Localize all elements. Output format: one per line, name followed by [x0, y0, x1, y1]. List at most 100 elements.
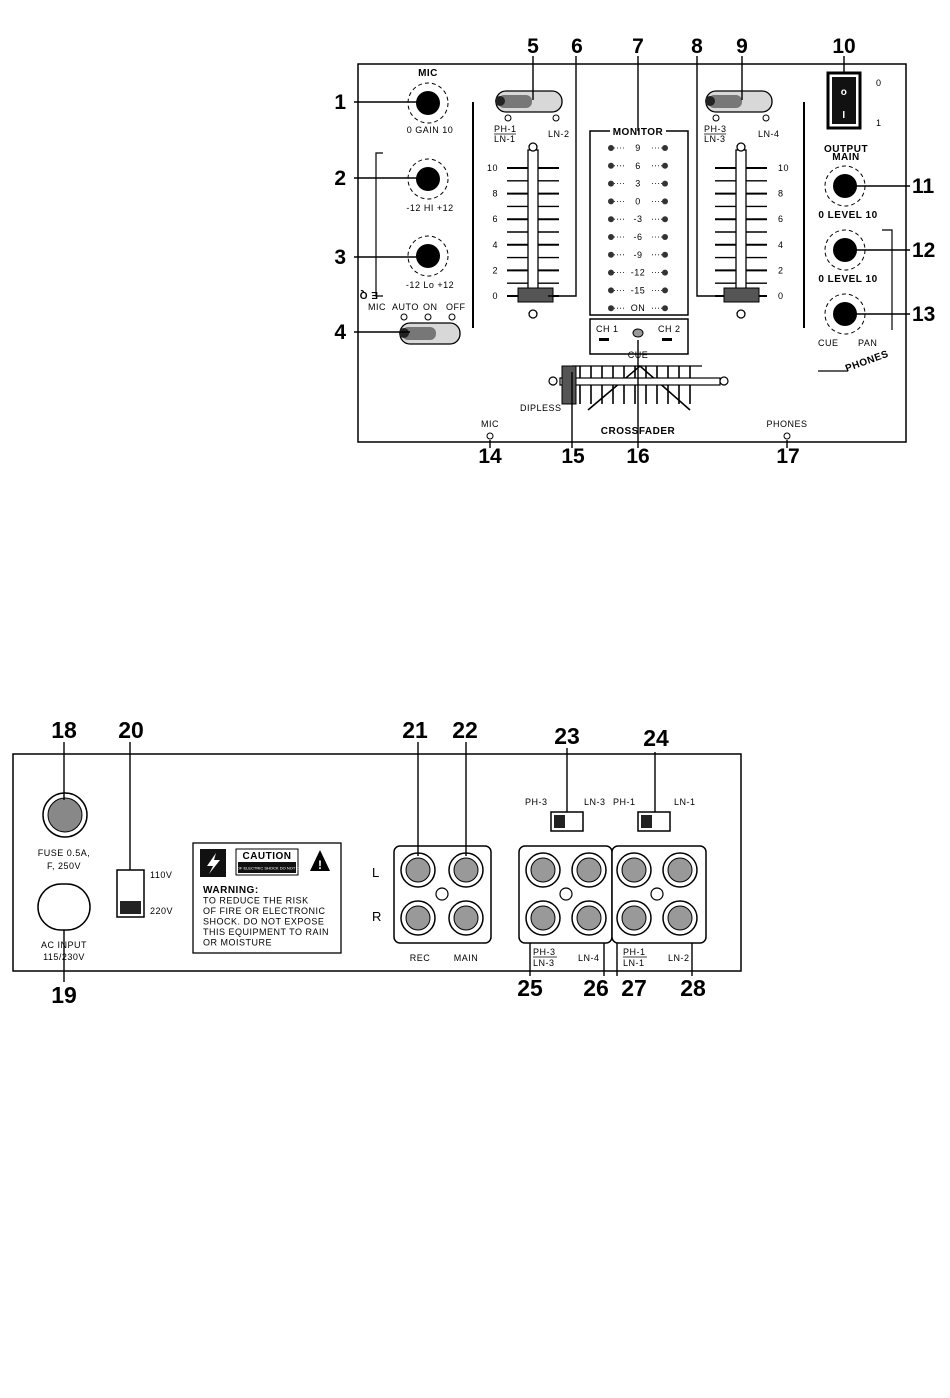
ch1-fader-knob[interactable]	[517, 287, 554, 303]
v110-label: 110V	[150, 870, 172, 880]
meter-led-right	[662, 180, 668, 187]
meter-led-right	[662, 145, 668, 151]
rec-label: REC	[410, 953, 431, 963]
front-panel: MIC 0 GAIN 10 -12 HI +12 -12 Lo +12 E Q …	[334, 35, 935, 468]
mic-mode-switch[interactable]	[399, 322, 461, 345]
phones-jack[interactable]	[783, 432, 791, 440]
eq-label: E Q	[359, 289, 378, 300]
ch1-phono-line-switch[interactable]	[637, 811, 671, 832]
ch2-selector-led-b	[762, 114, 770, 122]
ch2-fader-scale-label: 2	[778, 265, 784, 275]
main-right-jack[interactable]	[448, 900, 484, 936]
meter-level-label: -6	[633, 232, 642, 242]
meter-led-left	[608, 216, 614, 223]
ch2-input-selector[interactable]	[705, 90, 773, 113]
meter-led-left	[608, 305, 614, 312]
warning-text-line: WARNING:	[203, 885, 259, 896]
phones-jack-label: PHONES	[766, 419, 807, 429]
mic-gain-knob[interactable]	[407, 82, 449, 124]
callout-27: 27	[621, 975, 647, 1001]
meter-led-right	[662, 269, 668, 276]
mic-switch-on-label: ON	[423, 302, 438, 312]
ph1-right-jack[interactable]	[616, 900, 652, 936]
mic-jack-label: MIC	[481, 419, 499, 429]
eq-bracket	[375, 152, 383, 297]
callout-25: 25	[517, 975, 543, 1001]
ch1-sel-top: PH-1	[494, 124, 517, 134]
exclamation-mark: !	[318, 858, 322, 872]
meter-led-right	[662, 305, 668, 312]
g25-bottom: LN-3	[533, 958, 555, 968]
dipless-label: DIPLESS	[520, 403, 562, 413]
meter-led-left	[608, 251, 614, 258]
fuse-label-2: F, 250V	[47, 861, 81, 871]
main-left-jack[interactable]	[448, 852, 484, 888]
front-leader-lines	[354, 56, 910, 448]
fuse-holder[interactable]	[42, 792, 88, 838]
g27-top: PH-1	[623, 947, 646, 957]
crossfader[interactable]	[548, 364, 729, 411]
ph1-left-jack[interactable]	[616, 852, 652, 888]
ph3-left-jack[interactable]	[525, 852, 561, 888]
ph3-right-jack[interactable]	[525, 900, 561, 936]
ln4-left-jack[interactable]	[571, 852, 607, 888]
callout-24: 24	[643, 725, 669, 751]
ln2-right-jack[interactable]	[662, 900, 698, 936]
ch1-fader-scale-label: 0	[492, 291, 498, 301]
meter-led-left	[608, 145, 614, 151]
ch1-input-selector[interactable]	[495, 90, 563, 113]
mic-switch-off-label: OFF	[446, 302, 466, 312]
ch1-fader[interactable]	[507, 142, 559, 319]
sw23-left: PH-3	[525, 797, 548, 807]
ln2-left-jack[interactable]	[662, 852, 698, 888]
ch2-phono-line-switch[interactable]	[550, 811, 584, 832]
meter-level-label: ON	[631, 303, 646, 313]
main-level-label: 0 LEVEL 10	[818, 210, 877, 221]
output-title: OUTPUT	[824, 144, 868, 155]
eq-lo-knob[interactable]	[407, 235, 449, 277]
meter-led-left	[608, 162, 614, 169]
eq-hi-knob[interactable]	[407, 158, 449, 200]
callout-2: 2	[334, 167, 346, 190]
meter-level-label: 6	[635, 161, 641, 171]
crossfader-knob[interactable]	[561, 365, 577, 405]
callout-16: 16	[626, 445, 649, 468]
callout-9: 9	[736, 35, 748, 58]
callout-7: 7	[632, 35, 644, 58]
sw24-left: PH-1	[613, 797, 636, 807]
meter-level-label: -9	[633, 250, 642, 260]
right-channel-label: R	[372, 909, 382, 924]
shock-hazard-icon	[207, 853, 220, 874]
meter-led-right	[662, 162, 668, 169]
ch1-fader-scale-label: 4	[492, 240, 498, 250]
monitor-ch1-label: CH 1	[596, 324, 619, 334]
callout-14: 14	[478, 445, 502, 468]
monitor-ch1-indicator	[599, 338, 609, 341]
rec-right-jack[interactable]	[400, 900, 436, 936]
meter-led-left	[608, 234, 614, 240]
exclamation-warning-icon	[310, 850, 330, 871]
ch2-sel-right: LN-4	[758, 129, 780, 139]
mic-switch-mic-label: MIC	[368, 302, 386, 312]
ch2-fader-knob[interactable]	[723, 287, 760, 303]
ch1-fader-scale-label: 8	[492, 189, 498, 199]
ch1-selector-led-b	[552, 114, 560, 122]
caution-sub: RISK OF ELECTRIC SHOCK DO NOT OPEN	[226, 866, 307, 871]
meter-led-left	[608, 287, 614, 294]
voltage-selector[interactable]	[116, 869, 145, 918]
ch1-sel-bottom: LN-1	[494, 134, 516, 144]
cue-button[interactable]	[632, 328, 644, 338]
callout-5: 5	[527, 35, 539, 58]
ch1-group-center-marker	[650, 887, 664, 901]
warning-plate: CAUTION RISK OF ELECTRIC SHOCK DO NOT OP…	[192, 842, 342, 954]
ac-input-socket[interactable]	[37, 883, 91, 931]
rec-left-jack[interactable]	[400, 852, 436, 888]
power-switch[interactable]: o I	[826, 71, 862, 130]
mic-jack[interactable]	[486, 432, 494, 440]
mic-switch-auto-label: AUTO	[392, 302, 419, 312]
callout-3: 3	[334, 246, 346, 269]
ln4-right-jack[interactable]	[571, 900, 607, 936]
callout-23: 23	[554, 723, 580, 749]
